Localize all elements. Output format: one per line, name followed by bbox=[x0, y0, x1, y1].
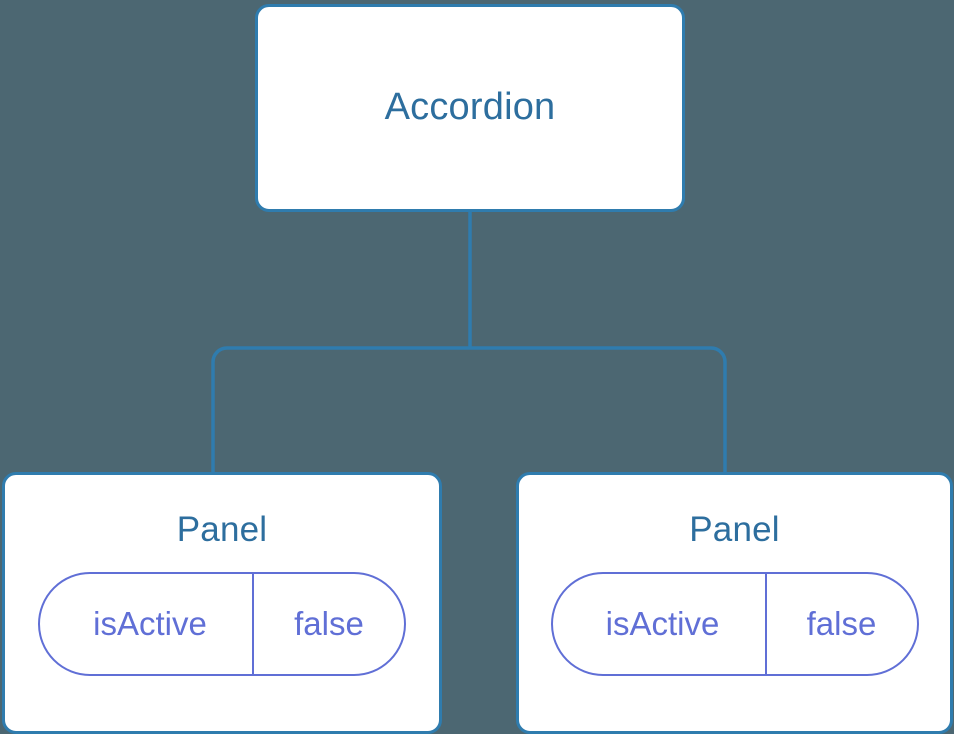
state-pill-panel-2: isActive false bbox=[550, 571, 919, 676]
node-accordion-title: Accordion bbox=[384, 86, 556, 129]
node-panel-2-title: Panel bbox=[689, 510, 780, 549]
state-pill-panel-2-key: isActive bbox=[605, 605, 720, 642]
node-panel-1[interactable]: Panel isActive false bbox=[2, 472, 442, 734]
node-panel-1-title: Panel bbox=[176, 510, 268, 549]
node-accordion[interactable]: Accordion bbox=[255, 4, 685, 212]
state-pill-panel-1-key: isActive bbox=[93, 605, 207, 642]
connector-branch-left bbox=[211, 346, 470, 474]
state-pill-panel-1: isActive false bbox=[38, 571, 406, 676]
node-panel-2[interactable]: Panel isActive false bbox=[516, 472, 953, 734]
state-pill-panel-1-value: false bbox=[252, 573, 404, 674]
connector-branch-right bbox=[470, 346, 727, 474]
state-pill-panel-2-value: false bbox=[764, 573, 917, 674]
